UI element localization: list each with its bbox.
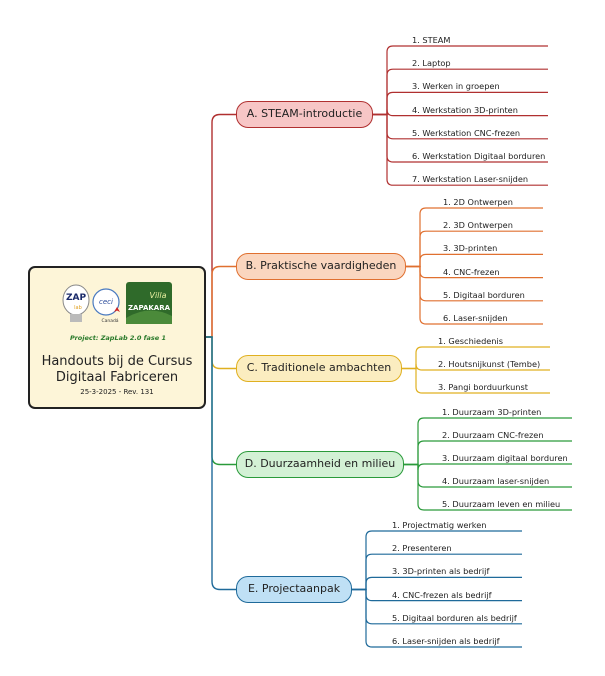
svg-text:Canadá: Canadá	[101, 317, 118, 324]
svg-text:ZAPAKARA: ZAPAKARA	[128, 304, 171, 312]
leaf-node[interactable]: 2. Laptop	[412, 58, 451, 69]
branch-connector	[205, 336, 236, 370]
leaf-connector	[373, 113, 548, 186]
leaf-connector	[406, 253, 543, 268]
branch-node[interactable]: D. Duurzaamheid en milieu	[236, 451, 404, 478]
svg-text:Villa: Villa	[149, 291, 166, 300]
leaf-connector	[352, 553, 522, 591]
leaf-connector	[352, 530, 522, 591]
leaf-node[interactable]: 4. CNC-frezen	[443, 266, 500, 277]
svg-text:ceci: ceci	[99, 298, 113, 306]
leaf-node[interactable]: 6. Laser-snijden als bedrijf	[392, 636, 500, 646]
leaf-node[interactable]: 3. 3D-printen als bedrijf	[392, 566, 490, 577]
branch-node[interactable]: A. STEAM-introductie	[236, 101, 373, 128]
root-title-line-2: Digitaal Fabriceren	[55, 370, 179, 385]
leaf-node[interactable]: 1. Duurzaam 3D-printen	[442, 407, 542, 417]
root-node[interactable]: ZAP lab ceci Canadá Villa ZAPAKARA Proje…	[28, 266, 206, 409]
svg-text:Project: ZapLab 2.0 fase 1: Project: ZapLab 2.0 fase 1	[70, 334, 166, 342]
leaf-connector	[406, 207, 543, 268]
leaf-node[interactable]: 2. Houtsnijkunst (Tembe)	[438, 359, 541, 369]
leaf-connector	[404, 463, 572, 471]
leaf-node[interactable]: 5. Digitaal borduren	[443, 289, 525, 300]
leaf-node[interactable]: 4. Duurzaam laser-snijden	[442, 476, 550, 486]
leaf-connector	[404, 440, 572, 466]
leaf-node[interactable]: 3. 3D-printen	[443, 243, 498, 254]
leaf-node[interactable]: 5. Duurzaam leven en milieu	[442, 499, 561, 509]
branch-connector	[205, 336, 236, 591]
leaf-node[interactable]: 1. 2D Ontwerpen	[443, 197, 513, 207]
leaf-node[interactable]: 7. Werkstation Laser-snijden	[412, 174, 529, 185]
root-title-line-1: Handouts bij de Cursus	[41, 354, 193, 369]
villa-zapakara-logo: Villa ZAPAKARA	[126, 282, 172, 324]
leaf-node[interactable]: 4. Werkstation 3D-printen	[412, 104, 518, 115]
sponsor-logos: ZAP lab ceci Canadá Villa ZAPAKARA Proje…	[62, 282, 172, 342]
leaf-node[interactable]: 3. Werken in groepen	[412, 81, 500, 92]
branch-node[interactable]: C. Traditionele ambachten	[236, 355, 402, 382]
leaf-connector	[404, 417, 572, 466]
branch-connector	[205, 336, 236, 466]
leaf-connector	[373, 68, 548, 116]
leaf-connector	[373, 91, 548, 116]
root-title: Handouts bij de Cursus Digitaal Fabricer…	[30, 354, 204, 386]
leaf-node[interactable]: 5. Digitaal borduren als bedrijf	[392, 612, 517, 623]
branch-connector	[205, 113, 236, 338]
svg-text:ZAP: ZAP	[66, 293, 86, 303]
leaf-node[interactable]: 1. Projectmatig werken	[392, 520, 487, 530]
zaplab-lightbulb-logo: ZAP lab	[62, 284, 90, 322]
leaf-connector	[402, 363, 550, 371]
leaf-connector	[402, 367, 550, 394]
leaf-node[interactable]: 4. CNC-frezen als bedrijf	[392, 589, 492, 600]
branch-node[interactable]: E. Projectaanpak	[236, 576, 352, 603]
leaf-node[interactable]: 6. Laser-snijden	[443, 313, 508, 323]
leaf-connector	[402, 346, 550, 370]
leaf-connector	[406, 265, 543, 325]
leaf-connector	[352, 576, 522, 591]
branch-connector	[205, 265, 236, 338]
leaf-node[interactable]: 2. 3D Ontwerpen	[443, 220, 513, 231]
leaf-connector	[373, 45, 548, 116]
leaf-node[interactable]: 6. Werkstation Digitaal borduren	[412, 151, 546, 161]
leaf-node[interactable]: 2. Presenteren	[392, 543, 452, 554]
leaf-node[interactable]: 1. STEAM	[412, 35, 451, 45]
leaf-node[interactable]: 3. Pangi borduurkunst	[438, 382, 528, 392]
root-date: 25-3-2025 - Rev. 131	[80, 388, 154, 396]
leaf-connector	[404, 463, 572, 511]
leaf-connector	[406, 230, 543, 268]
leaf-node[interactable]: 3. Duurzaam digitaal borduren	[442, 453, 568, 463]
leaf-node[interactable]: 2. Duurzaam CNC-frezen	[442, 430, 544, 440]
svg-text:lab: lab	[74, 305, 82, 311]
leaf-node[interactable]: 5. Werkstation CNC-frezen	[412, 127, 521, 138]
branch-node[interactable]: B. Praktische vaardigheden	[236, 253, 406, 280]
ceci-logo: ceci Canadá	[92, 288, 120, 324]
leaf-node[interactable]: 1. Geschiedenis	[438, 336, 504, 346]
leaf-connector	[352, 588, 522, 648]
leaf-connector	[373, 109, 548, 117]
